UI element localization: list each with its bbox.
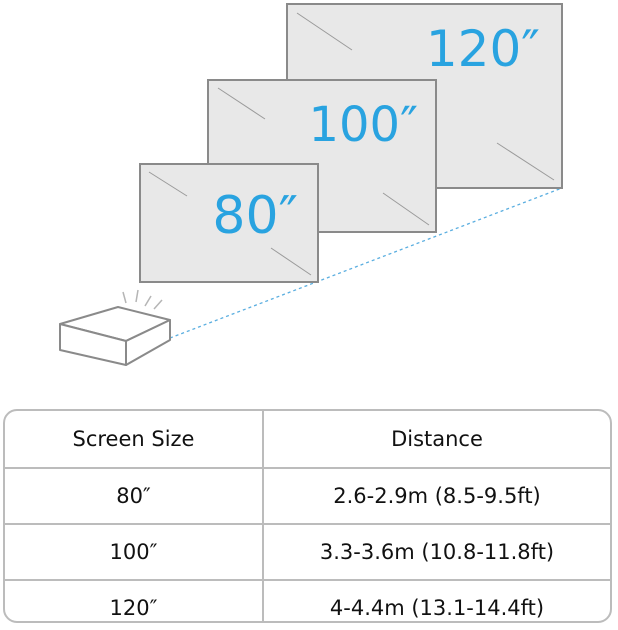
- table-row: 100″ 3.3-3.6m (10.8-11.8ft): [5, 523, 610, 580]
- cell-distance: 4-4.4m (13.1-14.4ft): [262, 579, 610, 621]
- screen-100: 100″: [207, 79, 437, 233]
- table-row: 120″ 4-4.4m (13.1-14.4ft): [5, 579, 610, 621]
- table-row: 80″ 2.6-2.9m (8.5-9.5ft): [5, 467, 610, 524]
- screen-100-label: 100″: [308, 97, 418, 153]
- table-header-row: Screen Size Distance: [5, 411, 610, 468]
- projection-beam-line: [169, 187, 563, 339]
- projection-diagram: 120″ 100″ 80″: [59, 3, 563, 366]
- cell-distance: 3.3-3.6m (10.8-11.8ft): [262, 523, 610, 580]
- cell-distance: 2.6-2.9m (8.5-9.5ft): [262, 467, 610, 524]
- cell-size: 100″: [5, 523, 263, 580]
- screen-120-label: 120″: [426, 20, 540, 78]
- header-screen-size: Screen Size: [72, 427, 195, 451]
- screen-80: 80″: [139, 163, 319, 283]
- distance-table: Screen Size Distance 80″ 2.6-2.9m (8.5-9…: [3, 409, 612, 623]
- header-distance: Distance: [262, 411, 610, 468]
- cell-size: 80″: [5, 467, 263, 524]
- cell-size: 120″: [5, 579, 263, 621]
- projector-icon: [59, 289, 171, 366]
- screen-80-label: 80″: [212, 186, 298, 246]
